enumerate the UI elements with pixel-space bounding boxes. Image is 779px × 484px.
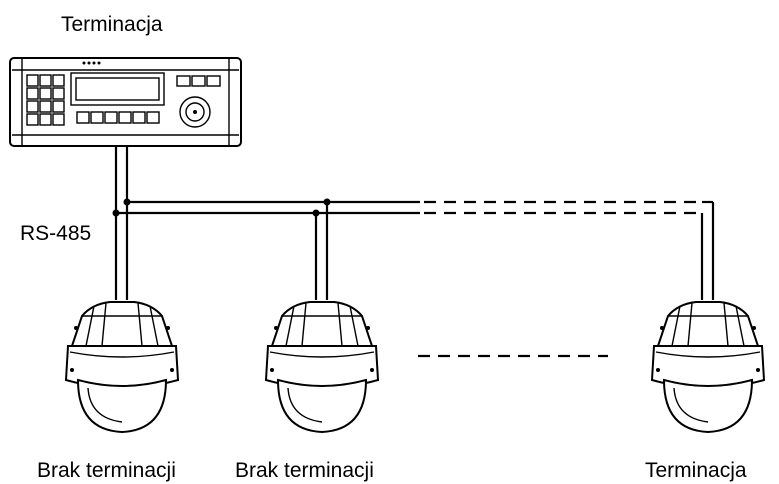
controller-termination-label: Terminacja bbox=[61, 13, 163, 36]
rs485-bus-wires bbox=[114, 146, 715, 300]
camera-1-label: Brak terminacji bbox=[37, 459, 176, 482]
junction-dot-icon bbox=[123, 198, 131, 206]
controller-icon bbox=[9, 57, 242, 147]
camera-1-dome-camera-icon bbox=[65, 301, 179, 433]
camera-2-label: Brak terminacji bbox=[235, 459, 374, 482]
junction-dot-icon bbox=[112, 209, 120, 217]
junction-dot-icon bbox=[312, 209, 320, 217]
junction-dot-icon bbox=[323, 198, 331, 206]
camera-3-label: Terminacja bbox=[645, 459, 747, 482]
camera-2-dome-camera-icon bbox=[265, 301, 379, 433]
camera-3-dome-camera-icon bbox=[651, 301, 765, 433]
rs485-label: RS-485 bbox=[20, 222, 91, 245]
